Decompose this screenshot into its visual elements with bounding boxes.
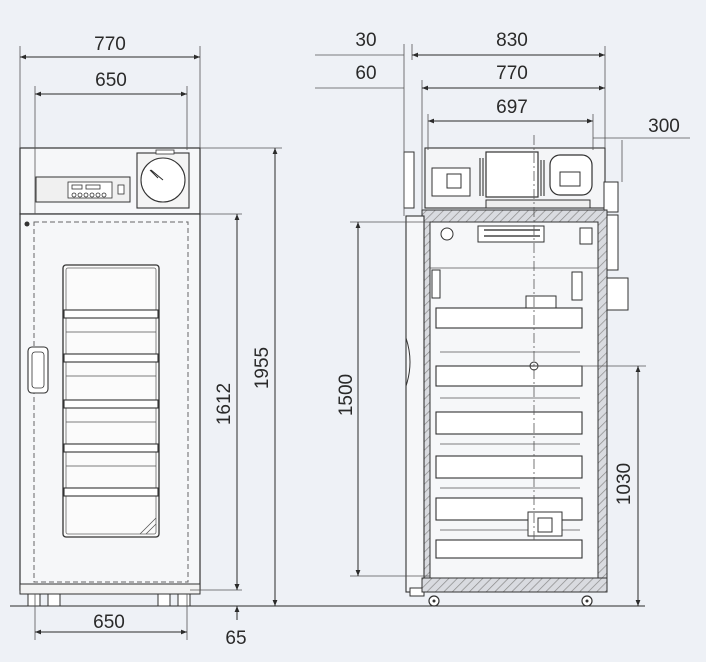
panel-switch [117,184,125,195]
dim-side-770: 770 [496,63,528,84]
dim-side-30: 30 [355,30,376,51]
dim-side-1030: 1030 [614,463,635,505]
dim-side-60: 60 [355,63,376,84]
compressor [549,154,593,196]
front-door-dashed [33,221,189,583]
control-display [67,181,113,199]
front-base [19,583,201,595]
dim-side-830: 830 [496,30,528,51]
dimension-labels: 770 650 1955 1612 650 65 30 60 830 770 6… [93,30,680,649]
front-shelves [63,309,159,497]
compressor-unit [485,151,539,198]
side-dimensions [315,44,690,606]
front-dimensions [19,46,282,640]
dim-side-300: 300 [648,116,680,137]
control-buttons [71,184,107,198]
front-view [19,147,201,607]
dim-front-770: 770 [94,34,126,55]
side-drawers [435,307,583,559]
door-handle [27,346,49,394]
dim-front-650-bottom: 650 [93,612,125,633]
condenser-fins [479,158,545,196]
dim-front-65: 65 [225,628,246,649]
dim-front-650-top: 650 [95,70,127,91]
side-door [405,215,425,593]
side-base [421,577,608,593]
dim-front-1612: 1612 [214,383,235,425]
front-casters [27,593,191,607]
dim-side-1500: 1500 [336,374,357,416]
side-casters [428,595,593,607]
dim-side-697: 697 [496,97,528,118]
side-view [403,135,629,607]
dim-front-1955: 1955 [252,347,273,389]
